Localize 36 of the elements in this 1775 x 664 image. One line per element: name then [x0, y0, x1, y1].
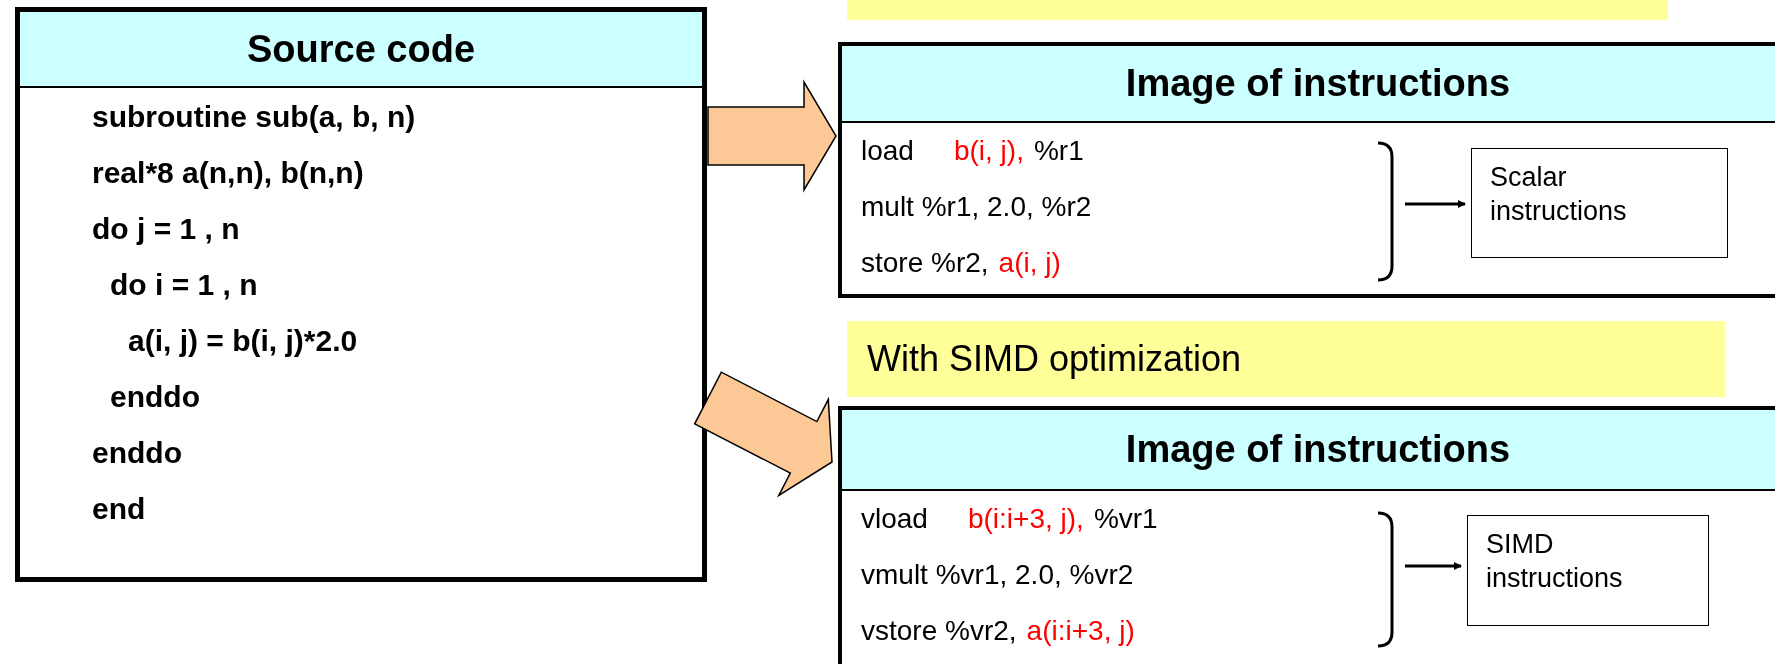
code-line: a(i, j) = b(i, j)*2.0 — [128, 324, 358, 358]
instruction-panel — [838, 42, 1775, 298]
code-line: subroutine sub(a, b, n) — [92, 100, 416, 134]
code-line: real*8 a(n,n), b(n,n) — [92, 156, 364, 190]
instruction-text: b(i, j), — [953, 135, 1024, 167]
instruction-text: b(i:i+3, j), — [967, 503, 1084, 535]
instruction-text: %r1 — [1033, 135, 1084, 167]
highlight-band — [847, 321, 1725, 397]
block-arrow — [693, 371, 833, 498]
band-label: With SIMD optimization — [867, 338, 1242, 380]
arrow — [1405, 562, 1462, 570]
block-arrow — [707, 79, 837, 193]
result-box — [1471, 148, 1728, 258]
panel-title: Image of instructions — [1125, 62, 1511, 105]
instruction-text: vload — [861, 503, 928, 535]
code-line: do j = 1 , n — [92, 212, 240, 246]
instruction-text: load — [861, 135, 914, 167]
code-panel — [15, 7, 707, 582]
code-line: end — [92, 492, 146, 526]
instruction-text: a(i:i+3, j) — [1026, 615, 1135, 647]
code-line: enddo — [110, 380, 200, 414]
instruction-text: vmult %vr1, 2.0, %vr2 — [861, 559, 1134, 591]
code-line: do i = 1 , n — [110, 268, 258, 302]
arrow — [1405, 200, 1466, 208]
instruction-text: mult %r1, 2.0, %r2 — [861, 191, 1092, 223]
instruction-text: a(i, j) — [998, 247, 1061, 279]
panel-title: Image of instructions — [1125, 428, 1511, 471]
result-label: SIMD instructions — [1486, 528, 1624, 595]
panel-title: Source code — [246, 27, 476, 71]
code-line: enddo — [92, 436, 182, 470]
result-box — [1467, 515, 1709, 626]
instruction-text: vstore %vr2, — [861, 615, 1017, 647]
instruction-panel — [838, 406, 1775, 664]
result-label: Scalar instructions — [1490, 161, 1628, 228]
instruction-text: store %r2, — [861, 247, 989, 279]
instruction-text: %vr1 — [1093, 503, 1158, 535]
